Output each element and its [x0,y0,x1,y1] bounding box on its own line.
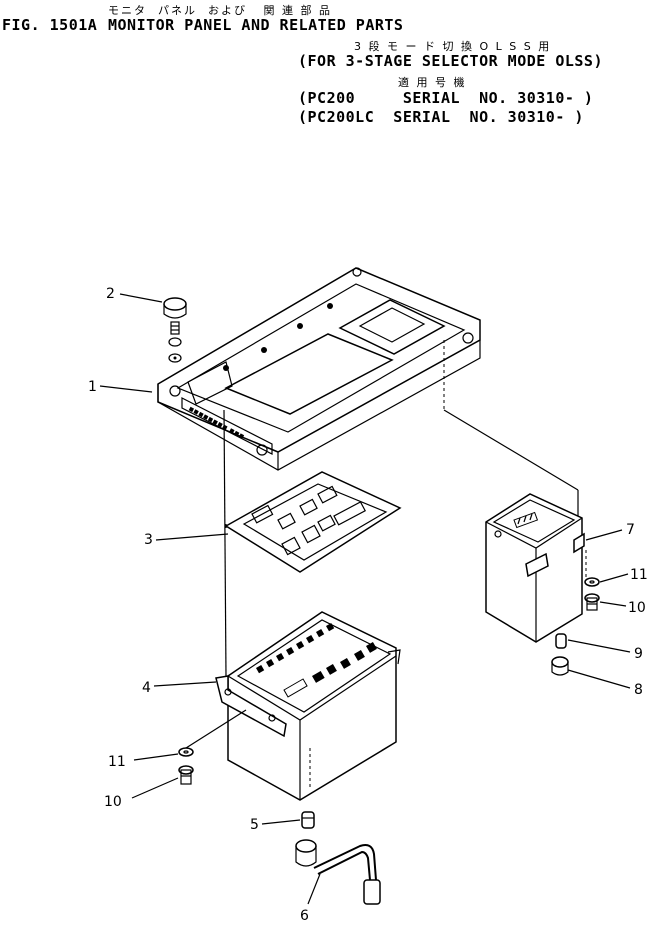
figure-header: モニタ パネル および 関 連 部 品 FIG. 1501A MONITOR P… [0,0,653,140]
bulb [301,811,315,829]
assembly-guide-lines [185,340,587,749]
small-bulb [555,633,567,649]
callout-leaders [99,293,631,905]
monitor-unit [215,611,401,801]
callout-8: 8 [634,682,643,698]
washer-right [584,577,600,587]
controller-box [485,493,585,643]
callout-11-right: 11 [630,567,648,583]
indicator-row-lower [283,642,377,698]
callout-10-right: 10 [628,600,646,616]
bolt-left [178,765,194,785]
callout-10-left: 10 [104,794,122,810]
callout-6: 6 [300,908,309,924]
cap-plug [163,297,187,363]
wiring-harness [295,839,381,905]
callout-7: 7 [626,522,635,538]
bolt-right [584,593,600,611]
figure-subtitle: (FOR 3-STAGE SELECTOR MODE OLSS) [298,52,603,70]
label-sheet [224,471,402,573]
figure-number: FIG. 1501A [2,16,98,34]
callout-5: 5 [250,817,259,833]
japanese-applicability: 適 用 号 機 [398,76,467,89]
callout-2: 2 [106,286,115,302]
lamp-socket [551,656,569,676]
figure-title: MONITOR PANEL AND RELATED PARTS [108,16,404,34]
indicator-row-upper [256,623,335,674]
callout-numbers: 1 2 3 4 5 6 7 8 9 10 10 11 11 [88,286,648,924]
serial-line-pc200lc: (PC200LC SERIAL NO. 30310- ) [298,108,584,126]
callout-4: 4 [142,680,151,696]
japanese-title: モニタ パネル および 関 連 部 品 [108,4,332,17]
callout-3: 3 [144,532,153,548]
callout-1: 1 [88,379,97,395]
callout-11-left: 11 [108,754,126,770]
monitor-panel-cover: ▪▪▪▪▪▪▪▪ ▪▪▪ [157,267,481,471]
japanese-subtitle: 3 段 モ ー ド 切 換 O L S S 用 [354,40,552,53]
callout-9: 9 [634,646,643,662]
serial-line-pc200: (PC200 SERIAL NO. 30310- ) [298,89,594,107]
washer-left [178,747,194,757]
